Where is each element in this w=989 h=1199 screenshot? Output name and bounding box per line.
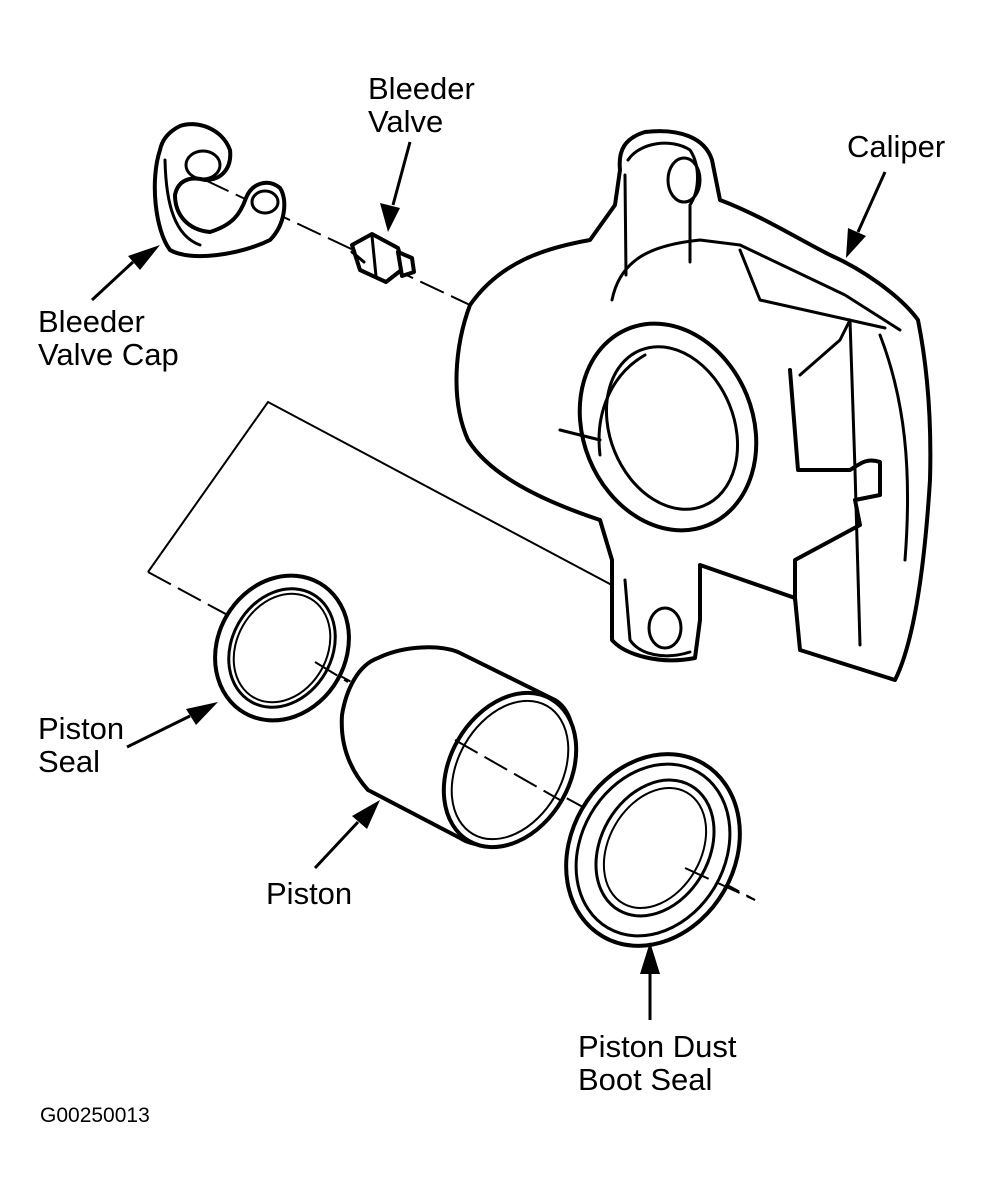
label-caliper: Caliper <box>847 130 945 163</box>
label-line: Valve <box>368 104 444 139</box>
bleeder-valve-cap <box>152 122 287 259</box>
label-line: Boot Seal <box>578 1062 713 1097</box>
label-piston-seal: Piston Seal <box>38 712 124 778</box>
arrow-bleeder-valve <box>380 141 412 232</box>
label-line: Piston <box>38 711 125 746</box>
arrow-piston-seal <box>126 702 218 749</box>
axis-overlay <box>314 661 756 901</box>
label-line: Bleeder <box>38 304 145 339</box>
label-piston: Piston <box>266 877 352 910</box>
label-bleeder-valve-cap: Bleeder Valve Cap <box>38 305 179 371</box>
label-piston-dust-boot-seal: Piston Dust Boot Seal <box>578 1030 737 1096</box>
piston <box>339 645 579 850</box>
bleeder-valve <box>350 232 416 284</box>
label-line: Bleeder <box>368 71 475 106</box>
arrow-caliper <box>846 171 887 258</box>
figure-code: G00250013 <box>40 1104 150 1127</box>
label-line: Seal <box>38 744 101 779</box>
caliper-body <box>454 129 933 682</box>
label-line: Valve Cap <box>38 337 179 372</box>
label-line: Piston <box>266 876 353 911</box>
label-bleeder-valve: Bleeder Valve <box>368 72 475 138</box>
label-line: Piston Dust <box>578 1029 737 1064</box>
arrow-piston <box>313 800 380 870</box>
piston-seal <box>213 573 351 723</box>
leader-arrows <box>90 141 887 1020</box>
arrow-bleeder-valve-cap <box>90 245 160 302</box>
label-line: Caliper <box>847 129 946 164</box>
arrow-piston-dust-boot-seal <box>640 942 660 1020</box>
